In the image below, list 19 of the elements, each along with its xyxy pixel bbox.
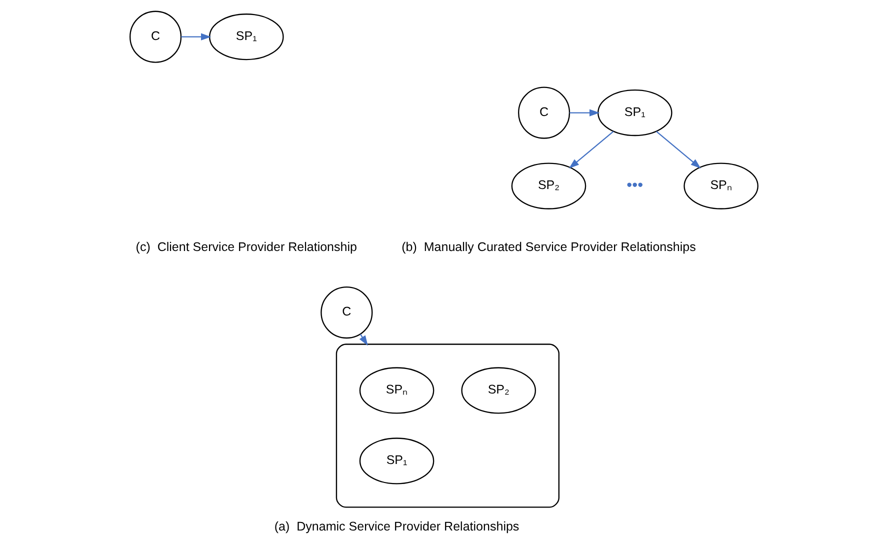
arrow [569,109,600,116]
node-circle: C [518,86,570,139]
arrow [656,131,700,168]
node-ellipse: SP₂ [460,367,536,414]
arrow [568,131,614,168]
label: (b) Manually Curated Service Provider Relationships [401,240,696,254]
label: (a) Dynamic Service Provider Relationships [274,520,519,534]
arrow [180,33,211,40]
node-ellipse: SPₙ [358,367,434,414]
label: ••• [626,176,643,194]
node-ellipse: SP₁ [208,14,284,60]
node-circle: C [129,10,182,63]
node-ellipse: SP₁ [358,438,434,484]
node-ellipse: SP₁ [597,90,672,136]
node-ellipse: SP₂ [510,162,586,210]
node-ellipse: SPₙ [683,162,758,210]
label: (c) Client Service Provider Relationship [135,240,357,254]
arrow [358,334,368,346]
cluster [335,344,559,508]
